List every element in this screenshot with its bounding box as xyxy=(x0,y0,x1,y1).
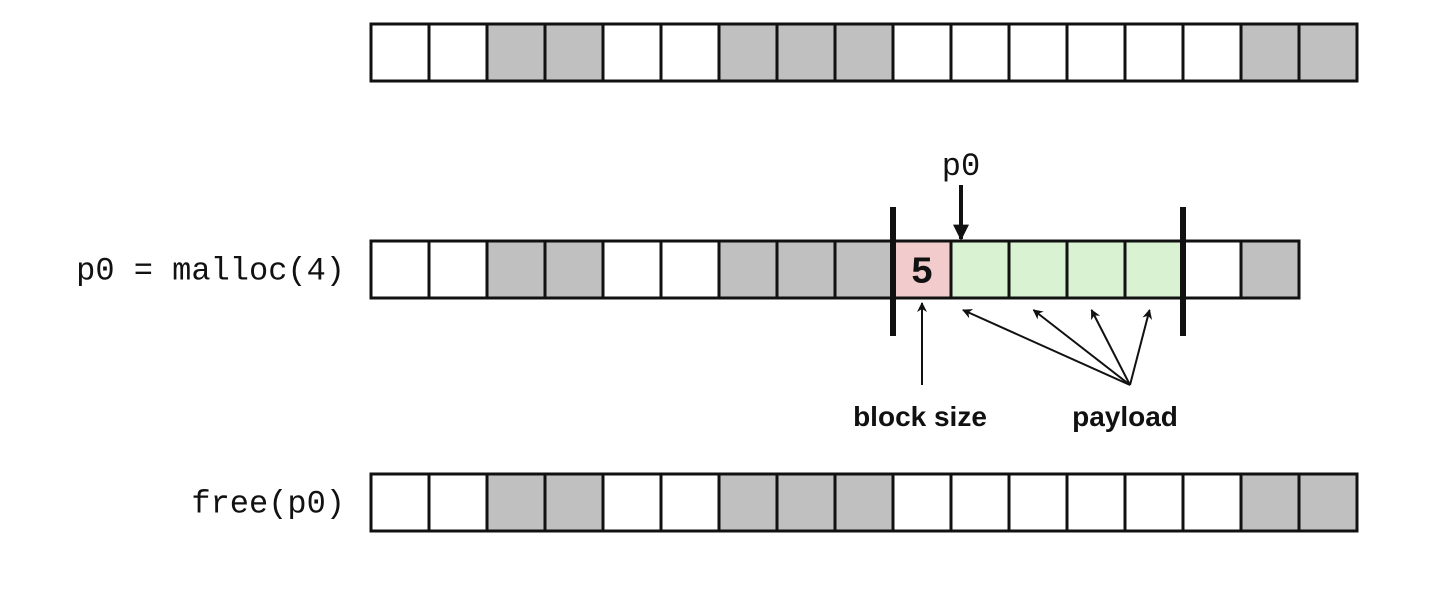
heap-word-free xyxy=(427,22,489,83)
heap-word-allocated xyxy=(833,22,895,83)
heap-word-free xyxy=(1123,472,1185,533)
payload-arrows xyxy=(962,309,1153,386)
heap-word-free xyxy=(427,239,489,300)
heap-word-allocated xyxy=(1239,22,1301,83)
heap-word-payload xyxy=(1123,239,1185,300)
heap-word-allocated xyxy=(833,472,895,533)
heap-word-free xyxy=(949,22,1011,83)
heap-row: free(p0) xyxy=(191,472,1359,533)
heap-word-free xyxy=(659,472,721,533)
heap-word-free xyxy=(659,239,721,300)
row-label: p0 = malloc(4) xyxy=(76,253,345,290)
heap-word-free xyxy=(1007,22,1069,83)
block-size-value: 5 xyxy=(911,252,934,295)
heap-word-allocated xyxy=(543,239,605,300)
heap-word-allocated xyxy=(543,22,605,83)
heap-word-allocated xyxy=(775,472,837,533)
heap-word-allocated xyxy=(485,472,547,533)
heap-word-allocated xyxy=(1239,239,1301,300)
heap-word-allocated xyxy=(717,22,779,83)
heap-word-free xyxy=(1007,472,1069,533)
heap-word-allocated xyxy=(1239,472,1301,533)
heap-word-allocated xyxy=(1297,472,1359,533)
heap-word-free xyxy=(1181,239,1243,300)
heap-word-free xyxy=(1065,22,1127,83)
heap-word-allocated xyxy=(775,22,837,83)
payload-arrow xyxy=(962,309,1131,386)
heap-word-payload xyxy=(1007,239,1069,300)
heap-word-allocated xyxy=(1297,22,1359,83)
heap-word-free xyxy=(427,472,489,533)
payload-arrow xyxy=(1090,309,1131,386)
heap-word-allocated xyxy=(485,239,547,300)
heap-row xyxy=(369,22,1359,83)
heap-word-free xyxy=(949,472,1011,533)
row-label: free(p0) xyxy=(191,486,345,523)
heap-word-payload xyxy=(1065,239,1127,300)
heap-word-free xyxy=(1123,22,1185,83)
heap-word-free xyxy=(601,22,663,83)
heap-row: 5 p0 = malloc(4) xyxy=(76,239,1301,300)
heap-word-allocated xyxy=(775,239,837,300)
payload-label: payload xyxy=(1072,401,1178,432)
heap-word-payload xyxy=(949,239,1011,300)
heap-word-free xyxy=(369,22,431,83)
heap-word-allocated xyxy=(485,22,547,83)
heap-rows: 5 p0 = malloc(4) free(p0) xyxy=(76,22,1359,533)
heap-word-allocated xyxy=(717,472,779,533)
block-size-label: block size xyxy=(853,401,987,432)
heap-word-allocated xyxy=(833,239,895,300)
heap-word-free xyxy=(369,239,431,300)
heap-word-free xyxy=(1181,472,1243,533)
heap-word-free xyxy=(891,472,953,533)
allocation-overlay: p0 block size payload xyxy=(853,148,1186,432)
heap-word-free xyxy=(891,22,953,83)
heap-word-free xyxy=(659,22,721,83)
heap-word-allocated xyxy=(717,239,779,300)
heap-word-free xyxy=(1065,472,1127,533)
pointer-label: p0 xyxy=(942,148,980,185)
heap-word-free xyxy=(369,472,431,533)
payload-arrow xyxy=(1129,309,1153,386)
heap-word-free xyxy=(1181,22,1243,83)
payload-arrow xyxy=(1032,309,1131,386)
heap-word-free xyxy=(601,472,663,533)
heap-word-allocated xyxy=(543,472,605,533)
heap-word-free xyxy=(601,239,663,300)
